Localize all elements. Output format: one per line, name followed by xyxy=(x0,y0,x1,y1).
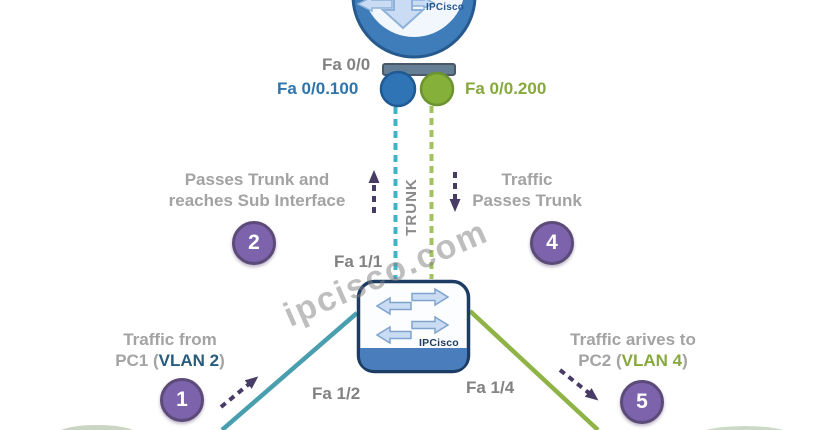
label-fa0-0: Fa 0/0 xyxy=(322,55,371,74)
switch-base-band xyxy=(360,348,467,370)
note-step5-line2: PC2 (VLAN 4) xyxy=(548,350,718,371)
note-step4-line2: Passes Trunk xyxy=(472,191,582,210)
link-pc1-line xyxy=(220,311,359,430)
router-left-arrow-icon xyxy=(356,0,393,13)
switch-icon xyxy=(356,279,471,374)
label-trunk: TRUNK xyxy=(403,178,420,236)
label-fa0-0-100: Fa 0/0.100 xyxy=(277,79,359,98)
note-step4: Traffic Passes Trunk xyxy=(427,169,627,211)
switch-arrow-left1-icon xyxy=(375,296,412,316)
switch-arrow-left2-icon xyxy=(375,325,412,345)
note-step2: Passes Trunk and reaches Sub Interface xyxy=(157,169,357,211)
label-fa0-0-200: Fa 0/0.200 xyxy=(465,79,547,98)
note-step2-line2: reaches Sub Interface xyxy=(168,191,346,210)
label-fa1-2: Fa 1/2 xyxy=(312,384,361,403)
note-step2-line1: Passes Trunk and xyxy=(184,170,330,189)
note-step5-suffix: ) xyxy=(682,351,688,370)
router-down-arrow-icon xyxy=(380,0,426,30)
router-icon xyxy=(351,0,477,59)
subif-dot-200 xyxy=(419,71,455,107)
switch-brand-label: IPCisco xyxy=(419,337,459,349)
badge-step5: 5 xyxy=(620,380,664,424)
subif-dot-100 xyxy=(379,70,417,108)
note-step1: Traffic from PC1 (VLAN 2) xyxy=(85,329,255,371)
note-step1-vlan: VLAN 2 xyxy=(158,351,220,370)
pc1-partial-icon xyxy=(61,425,133,430)
note-step5: Traffic arives to PC2 (VLAN 4) xyxy=(548,329,718,371)
link-pc2-line xyxy=(468,309,600,430)
flow-arrow-step5-icon xyxy=(558,368,599,401)
switch-arrow-right2-icon xyxy=(411,315,450,335)
flow-arrow-step1-icon xyxy=(219,376,259,409)
badge-step1: 1 xyxy=(160,378,204,422)
note-step5-prefix: PC2 ( xyxy=(578,351,622,370)
note-step1-line2: PC1 (VLAN 2) xyxy=(85,350,255,371)
router-brand-label: IPCisco xyxy=(426,2,465,13)
note-step4-line1: Traffic xyxy=(501,170,553,189)
label-fa1-4: Fa 1/4 xyxy=(466,378,515,397)
pc2-partial-icon xyxy=(706,426,784,430)
label-fa1-1: Fa 1/1 xyxy=(334,252,383,271)
note-step1-suffix: ) xyxy=(219,351,225,370)
badge-step4: 4 xyxy=(530,221,574,265)
switch-arrow-right1-icon xyxy=(411,287,450,307)
badge-step2: 2 xyxy=(232,221,276,265)
note-step1-prefix: PC1 ( xyxy=(115,351,159,370)
note-step5-line1: Traffic arives to xyxy=(570,330,696,349)
note-step5-vlan: VLAN 4 xyxy=(621,351,683,370)
note-step1-line1: Traffic from xyxy=(123,330,217,349)
